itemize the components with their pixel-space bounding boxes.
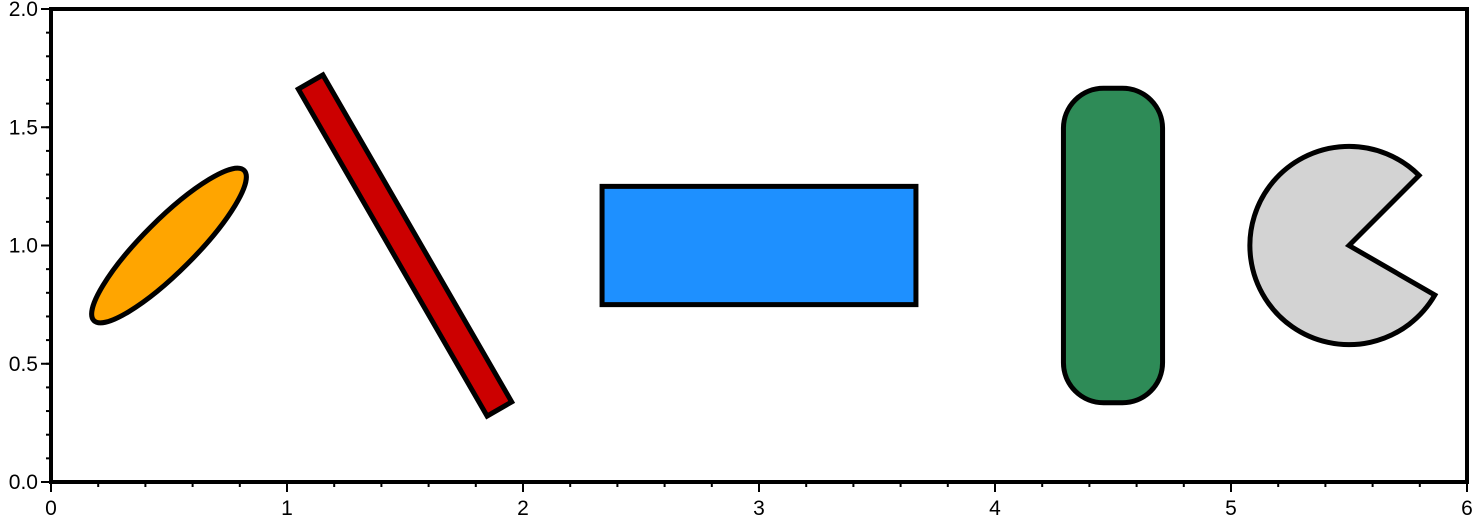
y-axis: 0.0 0.5 1.0 1.5 2.0 xyxy=(9,0,51,494)
x-tick-label: 4 xyxy=(989,497,1001,518)
rotated-rectangle-shape xyxy=(294,71,516,420)
x-tick-label: 3 xyxy=(753,497,765,518)
y-tick-label: 0.5 xyxy=(9,353,38,376)
y-tick-label: 2.0 xyxy=(9,0,38,21)
x-tick-label: 5 xyxy=(1225,497,1237,518)
shapes-layer xyxy=(89,71,1439,420)
x-tick-label: 6 xyxy=(1461,497,1473,518)
x-tick-label: 1 xyxy=(281,497,293,518)
x-tick-label: 0 xyxy=(45,497,57,518)
y-tick-label: 0.0 xyxy=(9,471,38,494)
y-tick-label: 1.5 xyxy=(9,116,38,139)
y-tick-label: 1.0 xyxy=(9,235,38,258)
rectangle-shape xyxy=(599,183,919,308)
x-axis: 0 1 2 3 4 5 6 xyxy=(45,482,1473,518)
rounded-rectangle-shape xyxy=(1060,85,1166,406)
wedge-shape xyxy=(1247,143,1439,348)
ellipse-shape xyxy=(89,165,249,326)
x-tick-label: 2 xyxy=(517,497,529,518)
